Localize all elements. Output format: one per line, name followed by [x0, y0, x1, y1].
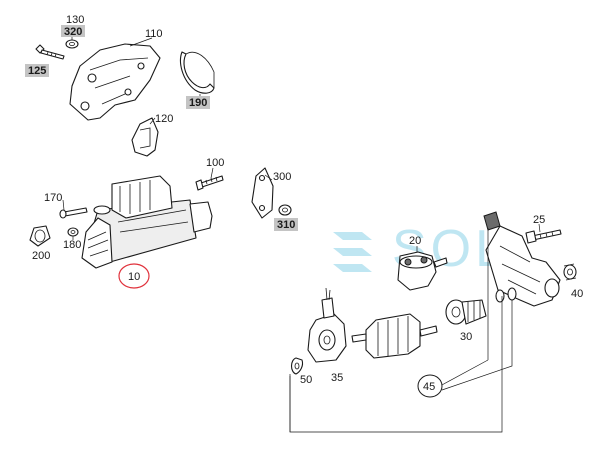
washer-nut-130	[65, 39, 79, 49]
tag-box-190	[186, 96, 210, 109]
label-100: 100	[206, 157, 224, 169]
label-120: 120	[155, 113, 173, 125]
starter-motor-10	[81, 175, 213, 269]
label-190: 190	[189, 97, 207, 109]
drive-end-housing	[483, 211, 561, 307]
bearing-40	[563, 263, 577, 281]
leader-25	[538, 223, 541, 233]
leader-110	[129, 37, 153, 47]
label-25: 25	[533, 214, 545, 226]
leader-170	[62, 199, 65, 211]
leader-300	[264, 174, 273, 181]
armature-rotor	[351, 313, 438, 359]
highlight-circle-10	[118, 263, 150, 289]
label-45: 45	[423, 381, 435, 393]
label-10: 10	[128, 271, 140, 283]
bolt-25	[525, 229, 562, 244]
nut-310	[278, 204, 292, 216]
cover-plate-300	[251, 167, 274, 219]
watermark-logo-icon	[333, 232, 372, 272]
bolt-125	[35, 44, 65, 60]
snap-ring-50	[290, 357, 304, 375]
brush-holder-35	[307, 287, 347, 363]
label-110: 110	[145, 28, 163, 40]
label-35: 35	[331, 372, 343, 384]
kit-45-leaders	[289, 228, 513, 433]
leader-120	[149, 117, 156, 125]
label-40: 40	[571, 288, 583, 300]
label-170: 170	[44, 192, 62, 204]
callout-circle-45	[417, 374, 443, 398]
label-310: 310	[277, 219, 295, 231]
nut-180	[67, 227, 79, 237]
tag-box-310	[274, 218, 298, 231]
screw-170	[59, 207, 88, 219]
label-50: 50	[300, 374, 312, 386]
tag-box-320	[61, 25, 85, 37]
label-125: 125	[28, 65, 46, 77]
label-320: 320	[64, 26, 82, 38]
solenoid-20	[397, 251, 448, 291]
clamp-ring-190	[179, 51, 215, 94]
bolt-100	[195, 175, 224, 191]
label-300: 300	[273, 171, 291, 183]
tag-box-125	[25, 64, 49, 77]
label-200: 200	[32, 250, 50, 262]
label-30: 30	[460, 331, 472, 343]
bracket-110	[69, 43, 161, 121]
bushing-200	[29, 225, 51, 247]
pinion-gear-30	[445, 299, 487, 325]
label-20: 20	[409, 235, 421, 247]
label-130: 130	[66, 14, 84, 26]
leader-100	[210, 167, 214, 179]
label-180: 180	[63, 239, 81, 251]
